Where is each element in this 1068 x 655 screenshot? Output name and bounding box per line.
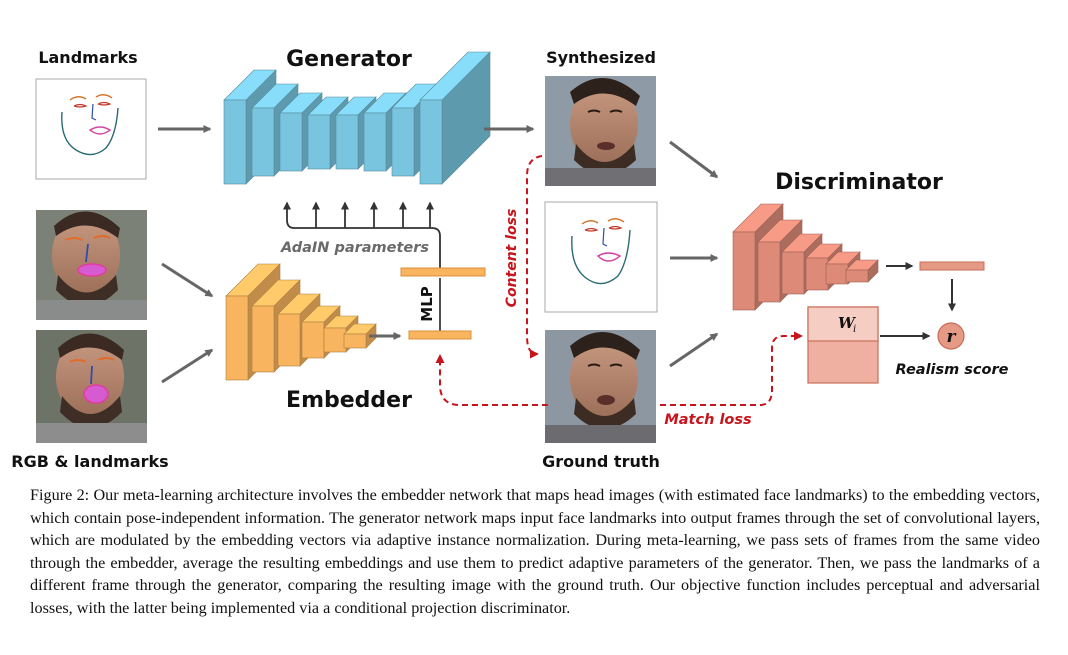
r-symbol: r [947,327,957,347]
arrow-photo1-to-embedder [161,262,214,298]
figure-caption: Figure 2: Our meta-learning architecture… [30,486,1040,617]
discriminator-network [732,203,879,311]
arrow-photo2-to-embedder [161,348,214,384]
synthesized-label: Synthesized [546,48,656,67]
mlp-output-vector [400,267,486,277]
arrow-synthesized-to-discriminator [669,140,719,179]
rgb-landmarks-label: RGB & landmarks [11,452,168,471]
embedder-layer [343,323,377,349]
match-loss-label: Match loss [664,412,752,428]
realism-score-label: Realism score [896,362,1009,378]
embedding-vector [408,330,472,340]
embedder-network [225,263,377,381]
adain-parameters-label: AdaIN parameters [280,240,429,256]
discriminator-landmarks-image [544,201,658,313]
w-symbol: W [838,314,857,332]
generator-label: Generator [286,47,412,72]
landmarks-sketch-image [35,78,147,180]
realism-score-node: r [937,322,965,350]
embedder-label: Embedder [286,388,412,413]
synthesized-photo [545,76,656,186]
content-loss-path [526,155,543,359]
match-loss-path-left [435,354,548,406]
mlp-label: MLP [418,286,436,321]
generator-network [223,51,491,185]
match-loss-path-right [660,331,803,406]
architecture-diagram: Landmarks Generator Synthesized Discrimi… [11,47,1009,471]
rgb-landmarks-photo-2 [36,330,147,443]
w-i-matrix: W i [807,306,879,384]
ground-truth-photo [545,330,656,443]
rgb-landmarks-photo-1 [36,210,147,320]
discriminator-label: Discriminator [775,170,943,195]
ground-truth-label: Ground truth [542,452,660,471]
generator-layer [419,51,491,185]
discriminator-output-vector [919,261,985,271]
content-loss-label: Content loss [504,209,520,308]
w-subscript: i [853,324,856,335]
adain-arrows [283,201,441,333]
arrow-groundtruth-to-discriminator [669,332,719,368]
landmarks-label: Landmarks [38,48,137,67]
discriminator-layer [845,259,879,283]
